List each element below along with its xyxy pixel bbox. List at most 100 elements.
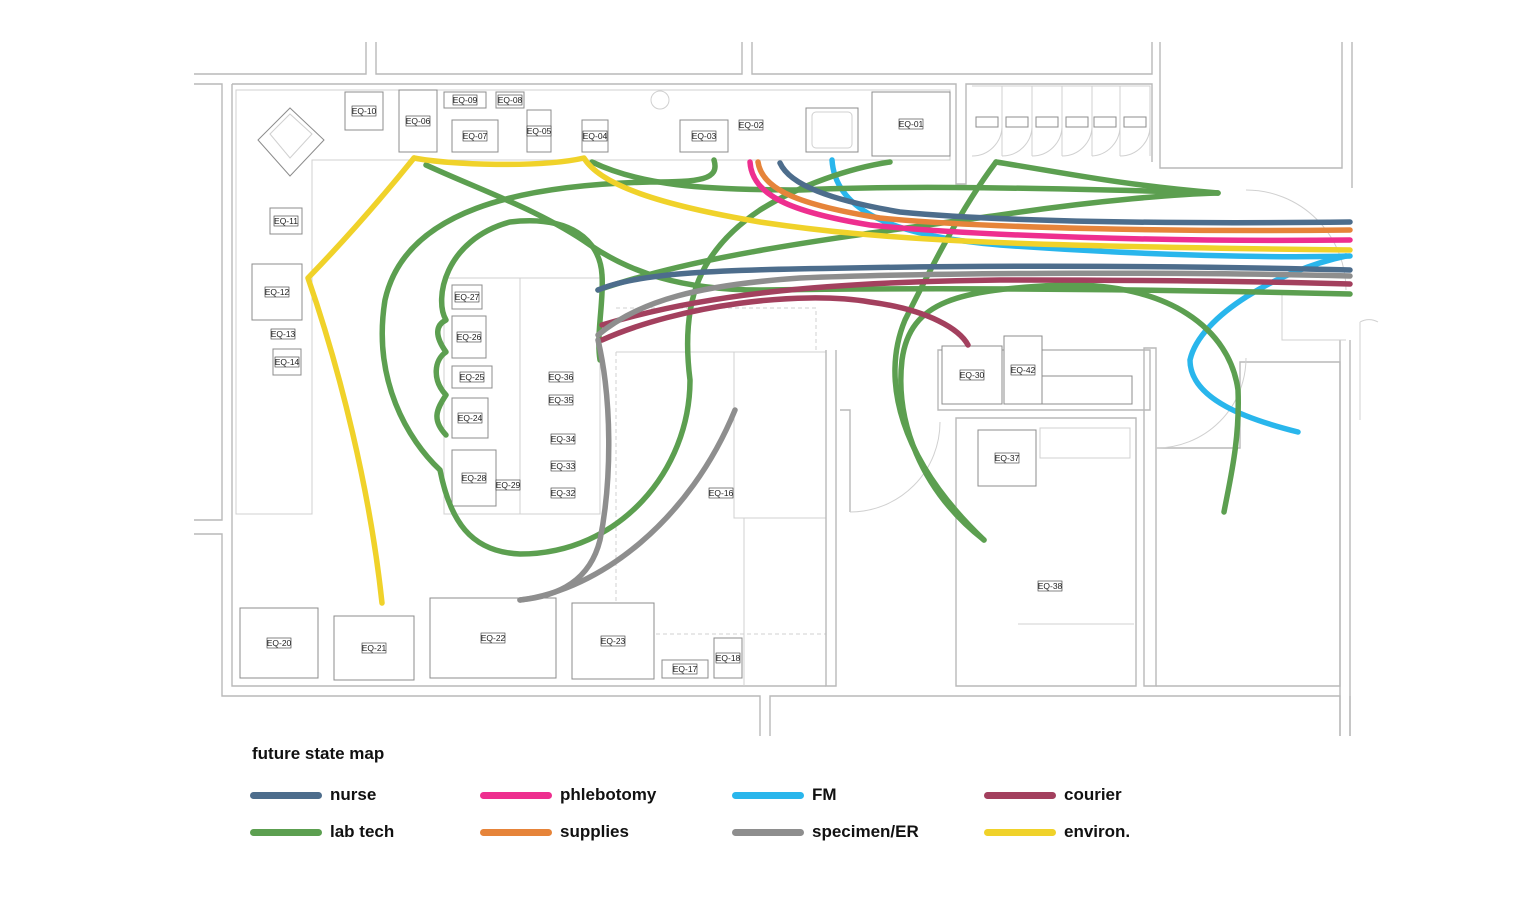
equipment-label: EQ-01 <box>899 119 924 129</box>
equipment-eq-10: EQ-10 <box>344 91 384 131</box>
legend-label: supplies <box>560 822 629 841</box>
legend-label: FM <box>812 785 837 804</box>
equipment-label: EQ-22 <box>481 633 506 643</box>
path-specimen-3 <box>517 407 738 603</box>
equipment-eq-03: EQ-03 <box>679 119 729 153</box>
equipment-eq-07: EQ-07 <box>451 119 499 153</box>
equipment-tag <box>454 291 480 303</box>
equipment-label: EQ-10 <box>352 106 377 116</box>
equipment-tag <box>452 94 478 106</box>
equipment-tag <box>994 452 1020 464</box>
equipment-eq-21: EQ-21 <box>333 615 415 681</box>
equipment-eq-14: EQ-14 <box>272 348 302 376</box>
equipment-eq-25: EQ-25 <box>451 365 493 389</box>
legend-swatch <box>250 828 322 836</box>
equipment-tag <box>959 369 985 381</box>
legend-item-fm: FM <box>732 785 837 805</box>
equipment-tag <box>582 130 608 142</box>
path-nurse-2 <box>595 263 1353 293</box>
equipment-eq-30: EQ-30 <box>941 345 1003 405</box>
equipment-label: EQ-12 <box>265 287 290 297</box>
equipment-label: EQ-30 <box>960 370 985 380</box>
equipment-label: EQ-09 <box>453 95 478 105</box>
equipment-tag <box>270 328 296 340</box>
equipment-eq-02: EQ-02 <box>738 119 764 131</box>
equipment-eq-37: EQ-37 <box>977 429 1037 487</box>
equipment-label: EQ-35 <box>549 395 574 405</box>
equipment-tag <box>548 371 574 383</box>
equipment-label: EQ-28 <box>462 473 487 483</box>
equipment-label: EQ-17 <box>673 664 698 674</box>
path-labtech-3 <box>423 162 1353 297</box>
equipment-label: EQ-05 <box>527 126 552 136</box>
equipment-tag <box>526 125 552 137</box>
equipment-tag <box>273 215 299 227</box>
equipment-label: EQ-20 <box>267 638 292 648</box>
legend-swatch <box>984 791 1056 799</box>
path-supplies-1 <box>755 159 1353 234</box>
equipment-label: EQ-11 <box>274 216 298 226</box>
equipment-eq-12: EQ-12 <box>251 263 303 321</box>
equipment-tag <box>497 94 523 106</box>
equipment-eq-27: EQ-27 <box>451 284 483 310</box>
equipment-tag <box>898 118 924 130</box>
path-environ-2 <box>305 155 417 606</box>
equipment-label: EQ-29 <box>496 480 521 490</box>
legend-label: environ. <box>1064 822 1131 841</box>
equipment-eq-22: EQ-22 <box>429 597 557 679</box>
equipment-label: EQ-08 <box>498 95 523 105</box>
path-environ-1 <box>411 155 1353 253</box>
equipment-tag <box>480 632 506 644</box>
equipment-label: EQ-16 <box>709 488 734 498</box>
equipment-tag <box>550 487 576 499</box>
equipment-tag <box>274 356 300 368</box>
equipment-label: EQ-42 <box>1011 365 1036 375</box>
path-labtech-8 <box>993 159 1221 196</box>
equipment-label: EQ-37 <box>995 453 1020 463</box>
equipment-eq-38: EQ-38 <box>1037 580 1063 592</box>
legend-swatch <box>250 791 322 799</box>
equipment-tag <box>461 472 487 484</box>
legend-label: courier <box>1064 785 1122 804</box>
equipment-eq-01: EQ-01 <box>871 91 951 157</box>
path-labtech-5 <box>589 159 1221 196</box>
equipment-tag <box>548 394 574 406</box>
equipment-label: EQ-04 <box>583 131 608 141</box>
equipment-label: EQ-07 <box>463 131 488 141</box>
equipment-eq-11: EQ-11 <box>269 207 303 235</box>
equipment-tag <box>264 286 290 298</box>
equipment-eq-26: EQ-26 <box>451 315 487 359</box>
path-courier-2 <box>599 277 1353 328</box>
equipment-eq-13: EQ-13 <box>270 328 296 340</box>
equipment-eq-06: EQ-06 <box>398 89 438 153</box>
equipment-label: EQ-13 <box>271 329 296 339</box>
workflow-paths <box>305 155 1353 606</box>
legend-item-courier: courier <box>984 785 1122 805</box>
equipment-label: EQ-38 <box>1038 581 1063 591</box>
equipment-eq-09: EQ-09 <box>443 91 487 109</box>
equipment-label: EQ-25 <box>460 372 485 382</box>
equipment-eq-16: EQ-16 <box>708 487 734 499</box>
equipment-tag <box>691 130 717 142</box>
equipment-eq-36: EQ-36 <box>548 371 574 383</box>
equipment-label: EQ-32 <box>551 488 576 498</box>
equipment-tag <box>715 652 741 664</box>
legend-label: specimen/ER <box>812 822 919 841</box>
equipment-tag <box>456 331 482 343</box>
legend-swatch <box>732 791 804 799</box>
equipment-eq-18: EQ-18 <box>713 637 743 679</box>
equipment-label: EQ-03 <box>692 131 717 141</box>
path-specimen-1 <box>595 270 1353 338</box>
equipment-eq-29: EQ-29 <box>495 479 521 491</box>
path-labtech-7 <box>898 282 1242 543</box>
equipment-label: EQ-23 <box>601 636 626 646</box>
equipment-tag <box>462 130 488 142</box>
equipment-eq-05: EQ-05 <box>526 109 552 153</box>
equipment-eq-20: EQ-20 <box>239 607 319 679</box>
legend-item-supplies: supplies <box>480 822 629 842</box>
legend-title: future state map <box>252 744 385 763</box>
legend-label: nurse <box>330 785 377 804</box>
equipment-label: EQ-24 <box>458 413 483 423</box>
